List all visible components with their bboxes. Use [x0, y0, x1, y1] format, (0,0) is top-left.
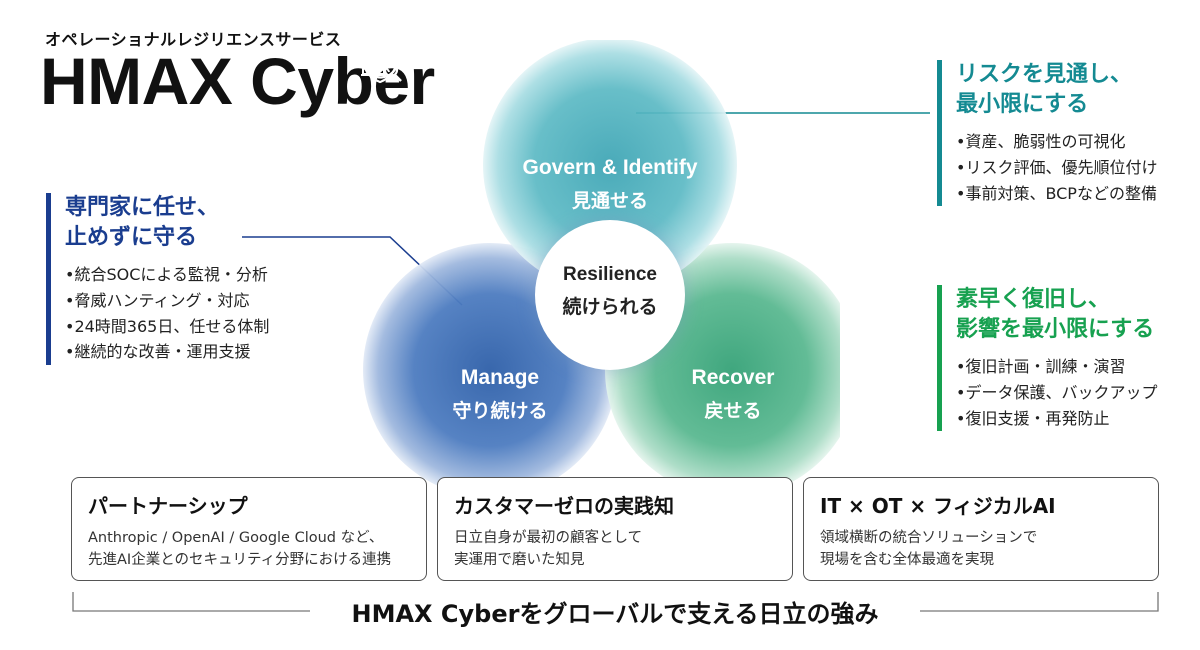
govern-label-jp: 見通せる [571, 190, 648, 212]
heading-line: 素早く復旧し、 [956, 287, 1111, 312]
heading-line: 専門家に任せ、 [65, 195, 220, 220]
manage-callout-list: •統合SOCによる監視・分析 •脅威ハンティング・対応 •24時間365日、任せ… [65, 262, 269, 364]
heading-line: 最小限にする [956, 91, 1089, 117]
list-item: •データ保護、バックアップ [956, 382, 1158, 402]
strength-box-customer-zero: カスタマーゼロの実践知 日立自身が最初の顧客として 実運用で磨いた知見 [437, 477, 793, 581]
list-item: •リスク評価、優先順位付け [956, 157, 1158, 177]
govern-label-en: Govern & Identify [522, 156, 698, 179]
list-item: •24時間365日、任せる体制 [65, 316, 270, 336]
strength-description: Anthropic / OpenAI / Google Cloud など、 先進… [88, 527, 410, 572]
list-item: •事前対策、BCPなどの整備 [956, 183, 1157, 203]
list-item: •継続的な改善・運用支援 [65, 342, 251, 362]
strength-description: 日立自身が最初の顧客として 実運用で磨いた知見 [454, 527, 776, 572]
service-subtitle: オペレーショナルレジリエンスサービス [45, 30, 342, 49]
recover-label-jp: 戻せる [704, 400, 762, 422]
strength-box-partnership: パートナーシップ Anthropic / OpenAI / Google Clo… [71, 477, 427, 581]
govern-callout-heading: リスクを見通し、 最小限にする [956, 60, 1157, 119]
manage-label-en: Manage [460, 366, 540, 389]
govern-circle [483, 40, 737, 292]
list-item: •復旧計画・訓練・演習 [956, 357, 1126, 377]
strength-title: IT × OT × フィジカルAI [820, 494, 1056, 518]
manage-callout-heading: 専門家に任せ、 止めずに守る [65, 193, 269, 252]
strength-title: カスタマーゼロの実践知 [454, 494, 674, 518]
govern-callout: リスクを見通し、 最小限にする •資産、脆弱性の可視化 •リスク評価、優先順位付… [937, 60, 1157, 207]
list-item: •脅威ハンティング・対応 [65, 290, 250, 310]
manage-label-jp: 守り続ける [452, 400, 548, 422]
list-item: •復旧支援・再発防止 [956, 408, 1110, 428]
strength-description: 領域横断の統合ソリューションで 現場を含む全体最適を実現 [820, 527, 1142, 572]
heading-line: リスクを見通し、 [956, 62, 1133, 87]
list-item: •統合SOCによる監視・分析 [65, 265, 268, 285]
govern-callout-list: •資産、脆弱性の可視化 •リスク評価、優先順位付け •事前対策、BCPなどの整備 [956, 129, 1157, 206]
manage-callout: 専門家に任せ、 止めずに守る •統合SOCによる監視・分析 •脅威ハンティング・… [46, 193, 269, 365]
recover-label-en: Recover [691, 366, 775, 389]
recover-label: Recover 戻せる [628, 366, 838, 423]
strength-box-it-ot-physical-ai: IT × OT × フィジカルAI 領域横断の統合ソリューションで 現場を含む全… [803, 477, 1159, 581]
recover-callout-list: •復旧計画・訓練・演習 •データ保護、バックアップ •復旧支援・再発防止 [956, 354, 1157, 431]
recover-callout-heading: 素早く復旧し、 影響を最小限にする [956, 285, 1157, 344]
center-label-en: Resilience [563, 264, 657, 285]
resilience-venn-diagram: Govern & Identify 見通せる Manage 守り続ける Reco… [360, 40, 840, 500]
description-line: 実運用で磨いた知見 [454, 552, 585, 569]
description-line: 領域横断の統合ソリューションで [820, 530, 1038, 546]
strength-title: パートナーシップ [88, 494, 248, 518]
description-line: 日立自身が最初の顧客として [454, 530, 643, 546]
govern-label: Govern & Identify 見通せる [490, 156, 730, 213]
recover-callout: 素早く復旧し、 影響を最小限にする •復旧計画・訓練・演習 •データ保護、バック… [937, 285, 1157, 432]
heading-line: 影響を最小限にする [956, 316, 1155, 342]
brand-title: HMAX Cyber [40, 44, 435, 118]
heading-line: 止めずに守る [65, 224, 198, 250]
description-line: 先進AI企業とのセキュリティ分野における連携 [88, 552, 392, 569]
manage-label: Manage 守り続ける [400, 366, 600, 423]
description-line: Anthropic / OpenAI / Google Cloud など、 [88, 530, 384, 546]
list-item: •資産、脆弱性の可視化 [956, 132, 1126, 152]
resilience-center-circle: Resilience 続けられる [535, 220, 685, 370]
history-clock-icon [362, 44, 399, 79]
footer-title: HMAX Cyberをグローバルで支える日立の強み [310, 594, 920, 629]
description-line: 現場を含む全体最適を実現 [820, 552, 994, 569]
center-label-jp: 続けられる [562, 296, 658, 318]
